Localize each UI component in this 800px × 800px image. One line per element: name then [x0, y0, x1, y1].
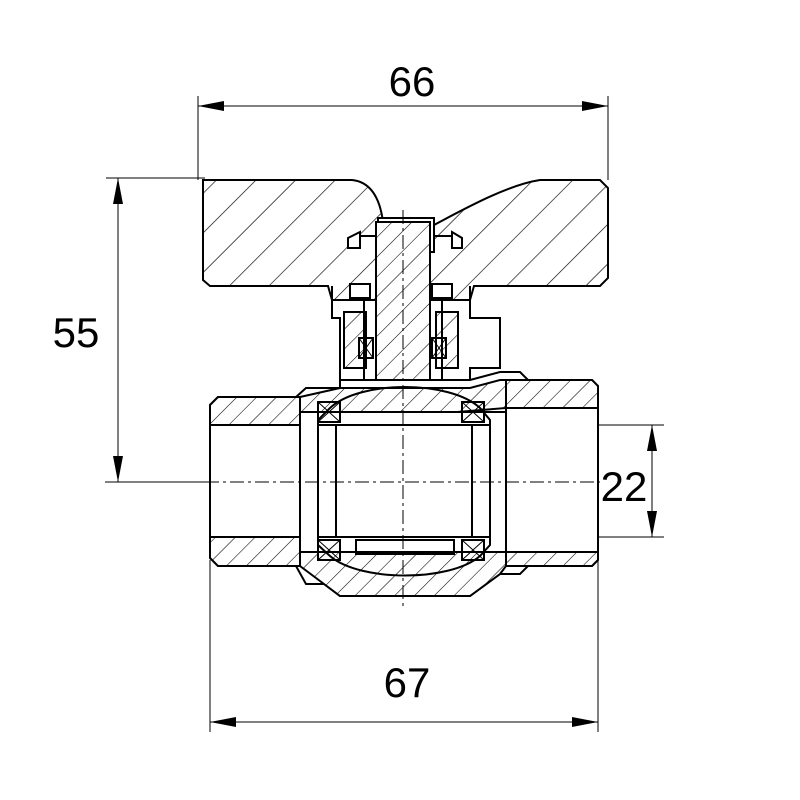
right-end-bottom-wall [505, 551, 599, 567]
arrow-top [113, 178, 123, 204]
dimension-height: 55 [53, 177, 205, 483]
arrow-right [572, 717, 598, 727]
height-label: 55 [53, 309, 100, 356]
seat-rings [317, 401, 485, 561]
arrow-bottom [647, 511, 657, 537]
arrow-bottom [113, 456, 123, 482]
ball-lower-slot [355, 539, 455, 555]
neck-wall-left [343, 311, 367, 369]
left-end-bottom-wall [209, 536, 301, 567]
ball-bore [335, 424, 473, 538]
right-end-top-wall [505, 379, 599, 409]
valve-ball [317, 386, 491, 577]
dimension-overall-width: 66 [197, 58, 609, 180]
overall-width-label: 66 [389, 58, 436, 105]
length-label: 67 [384, 659, 431, 706]
neck-walls [331, 286, 471, 318]
dimension-bore: 22 [598, 424, 664, 538]
valve-body [209, 371, 599, 597]
gland-right [431, 283, 453, 299]
arrow-left [210, 717, 236, 727]
arrow-left [198, 101, 224, 111]
neck-o-rings [358, 337, 447, 359]
gland-left [349, 283, 371, 299]
bore-label: 22 [601, 463, 648, 510]
arrow-top [647, 425, 657, 451]
arrow-right [582, 101, 608, 111]
center-lines [105, 210, 600, 608]
dimension-length: 67 [209, 560, 599, 732]
ball-bore-edges [318, 424, 490, 538]
left-end-top-wall [209, 396, 301, 426]
handle-nut-ears [347, 230, 463, 249]
